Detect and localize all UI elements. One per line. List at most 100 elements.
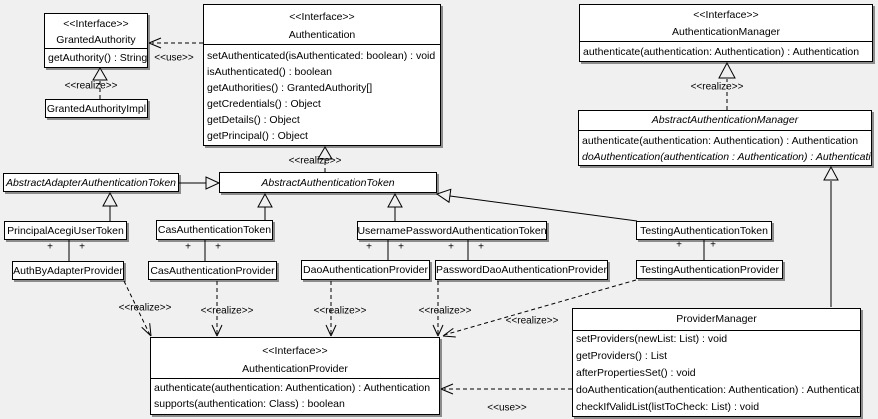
class-authentication[interactable]: <<Interface>> Authentication setAuthenti…: [203, 4, 441, 146]
compartment-separator: [45, 48, 147, 49]
edge-gen-principaltoken: [102, 191, 118, 221]
edge-gen-castoken: [257, 192, 273, 220]
method-line: getDetails() : Object: [207, 114, 300, 126]
class-dao-authentication-provider[interactable]: DaoAuthenticationProvider: [301, 260, 430, 280]
assoc-plus-mark: +: [366, 241, 372, 253]
assoc-plus-mark: +: [185, 241, 191, 253]
class-title: AuthByAdapterProvider: [13, 264, 123, 277]
stereotype-label: <<Interface>>: [693, 9, 759, 21]
edge-use-authentication-grantedauthority: [148, 37, 203, 49]
class-title: TestingAuthenticationProvider: [640, 263, 779, 276]
class-title: TestingAuthenticationToken: [640, 224, 768, 237]
edge-gen-usernamepasswordtoken: [387, 192, 403, 221]
use-label: <<use>>: [487, 402, 527, 414]
method-line: setProviders(newList: List) : void: [576, 333, 728, 345]
class-title: AbstractAdapterAuthenticationToken: [5, 176, 177, 189]
class-provider-manager[interactable]: ProviderManager setProviders(newList: Li…: [572, 308, 861, 417]
method-list: setProviders(newList: List) : void getPr…: [573, 331, 860, 416]
class-title: Authentication: [288, 29, 356, 41]
class-title: AuthenticationManager: [672, 26, 780, 38]
class-auth-by-adapter-provider[interactable]: AuthByAdapterProvider: [12, 261, 124, 280]
class-cas-authentication-provider[interactable]: CasAuthenticationProvider: [148, 261, 277, 280]
class-title: CasAuthenticationProvider: [150, 264, 275, 277]
class-header: <<Interface>> GrantedAuthority: [45, 14, 147, 48]
class-title: UsernamePasswordAuthenticationToken: [357, 224, 547, 237]
class-title: AbstractAuthenticationToken: [261, 176, 395, 189]
compartment-separator: [204, 44, 440, 45]
compartment-separator: [573, 330, 860, 331]
compartment-separator: [580, 41, 872, 42]
use-label: <<use>>: [154, 52, 194, 64]
assoc-plus-mark: +: [710, 239, 716, 251]
realize-label: <<realize>>: [118, 302, 172, 314]
method-list: getAuthority() : String: [45, 49, 147, 66]
compartment-separator: [579, 130, 871, 131]
assoc-plus-mark: +: [478, 241, 484, 253]
class-username-password-authentication-token[interactable]: UsernamePasswordAuthenticationToken: [357, 221, 547, 240]
class-granted-authority[interactable]: <<Interface>> GrantedAuthority getAuthor…: [44, 13, 148, 68]
class-authentication-provider[interactable]: <<Interface>> AuthenticationProvider aut…: [150, 337, 440, 415]
class-principal-acegi-user-token[interactable]: PrincipalAcegiUserToken: [4, 221, 127, 240]
method-list: setAuthenticated(isAuthenticated: boolea…: [204, 45, 440, 144]
assoc-plus-mark: +: [215, 241, 221, 253]
class-header: <<Interface>> AuthenticationProvider: [151, 338, 439, 378]
class-testing-authentication-token[interactable]: TestingAuthenticationToken: [636, 221, 772, 240]
edge-gen-providermanager: [823, 165, 839, 307]
assoc-plus-mark: +: [676, 239, 682, 251]
assoc-plus-mark: +: [79, 241, 85, 253]
method-line: doAuthentication(authentication: Authent…: [576, 384, 860, 396]
method-line: getAuthorities() : GrantedAuthority[]: [207, 82, 373, 94]
class-title: DaoAuthenticationProvider: [303, 264, 428, 276]
method-line: setAuthenticated(isAuthenticated: boolea…: [207, 50, 436, 62]
class-authentication-manager[interactable]: <<Interface>> AuthenticationManager auth…: [579, 4, 873, 62]
class-title: AbstractAuthenticationManager: [651, 114, 799, 126]
edge-use-providermanager: [440, 383, 572, 395]
method-line-abstract: doAuthentication(authentication : Authen…: [582, 151, 871, 163]
class-password-dao-authentication-provider[interactable]: PasswordDaoAuthenticationProvider: [435, 260, 608, 280]
method-list: authenticate(authentication: Authenticat…: [579, 131, 871, 165]
method-line: getCredentials() : Object: [207, 98, 321, 110]
class-title: GrantedAuthorityImpl: [46, 102, 147, 115]
method-line: getAuthority() : String: [48, 52, 147, 64]
method-list: authenticate(authentication: Authenticat…: [151, 379, 439, 412]
stereotype-label: <<Interface>>: [289, 11, 355, 23]
method-list: authenticate(authentication: Authenticat…: [580, 42, 872, 60]
method-line: afterPropertiesSet() : void: [576, 367, 696, 379]
class-testing-authentication-provider[interactable]: TestingAuthenticationProvider: [636, 260, 783, 279]
class-abstract-authentication-token[interactable]: AbstractAuthenticationToken: [219, 172, 437, 193]
class-title: GrantedAuthority: [56, 34, 136, 46]
realize-label: <<realize>>: [64, 80, 118, 92]
realize-label: <<realize>>: [313, 305, 367, 317]
class-title: CasAuthenticationToken: [157, 224, 272, 236]
class-header: <<Interface>> Authentication: [204, 5, 440, 44]
stereotype-label: <<Interface>>: [262, 345, 328, 357]
realize-label: <<realize>>: [418, 305, 472, 317]
compartment-separator: [151, 378, 439, 379]
method-line: getProviders() : List: [576, 350, 668, 362]
class-title: PrincipalAcegiUserToken: [7, 224, 124, 237]
assoc-plus-mark: +: [47, 241, 53, 253]
assoc-plus-mark: +: [448, 241, 454, 253]
method-line: authenticate(authentication: Authenticat…: [582, 135, 859, 147]
class-header: <<Interface>> AuthenticationManager: [580, 5, 872, 41]
method-line: supports(authentication: Class) : boolea…: [154, 398, 345, 410]
class-abstract-adapter-authentication-token[interactable]: AbstractAdapterAuthenticationToken: [3, 173, 179, 192]
realize-label: <<realize>>: [690, 81, 744, 93]
class-granted-authority-impl[interactable]: GrantedAuthorityImpl: [45, 99, 148, 118]
assoc-plus-mark: +: [398, 241, 404, 253]
class-title: ProviderManager: [676, 313, 757, 325]
class-title: PasswordDaoAuthenticationProvider: [436, 264, 608, 276]
edge-gen-abstractadapter: [179, 176, 221, 190]
method-line: authenticate(authentication: Authenticat…: [583, 46, 860, 58]
method-line: checkIfValidList(listToCheck: List) : vo…: [576, 401, 760, 413]
stereotype-label: <<Interface>>: [63, 18, 129, 30]
class-cas-authentication-token[interactable]: CasAuthenticationToken: [156, 220, 273, 240]
realize-label: <<realize>>: [288, 155, 342, 167]
method-line: isAuthenticated() : boolean: [207, 66, 332, 78]
realize-label: <<realize>>: [200, 305, 254, 317]
class-abstract-authentication-manager[interactable]: AbstractAuthenticationManager authentica…: [578, 110, 872, 166]
method-line: authenticate(authentication: Authenticat…: [154, 382, 431, 394]
method-line: getPrincipal() : Object: [207, 130, 308, 142]
realize-label: <<realize>>: [505, 315, 559, 327]
